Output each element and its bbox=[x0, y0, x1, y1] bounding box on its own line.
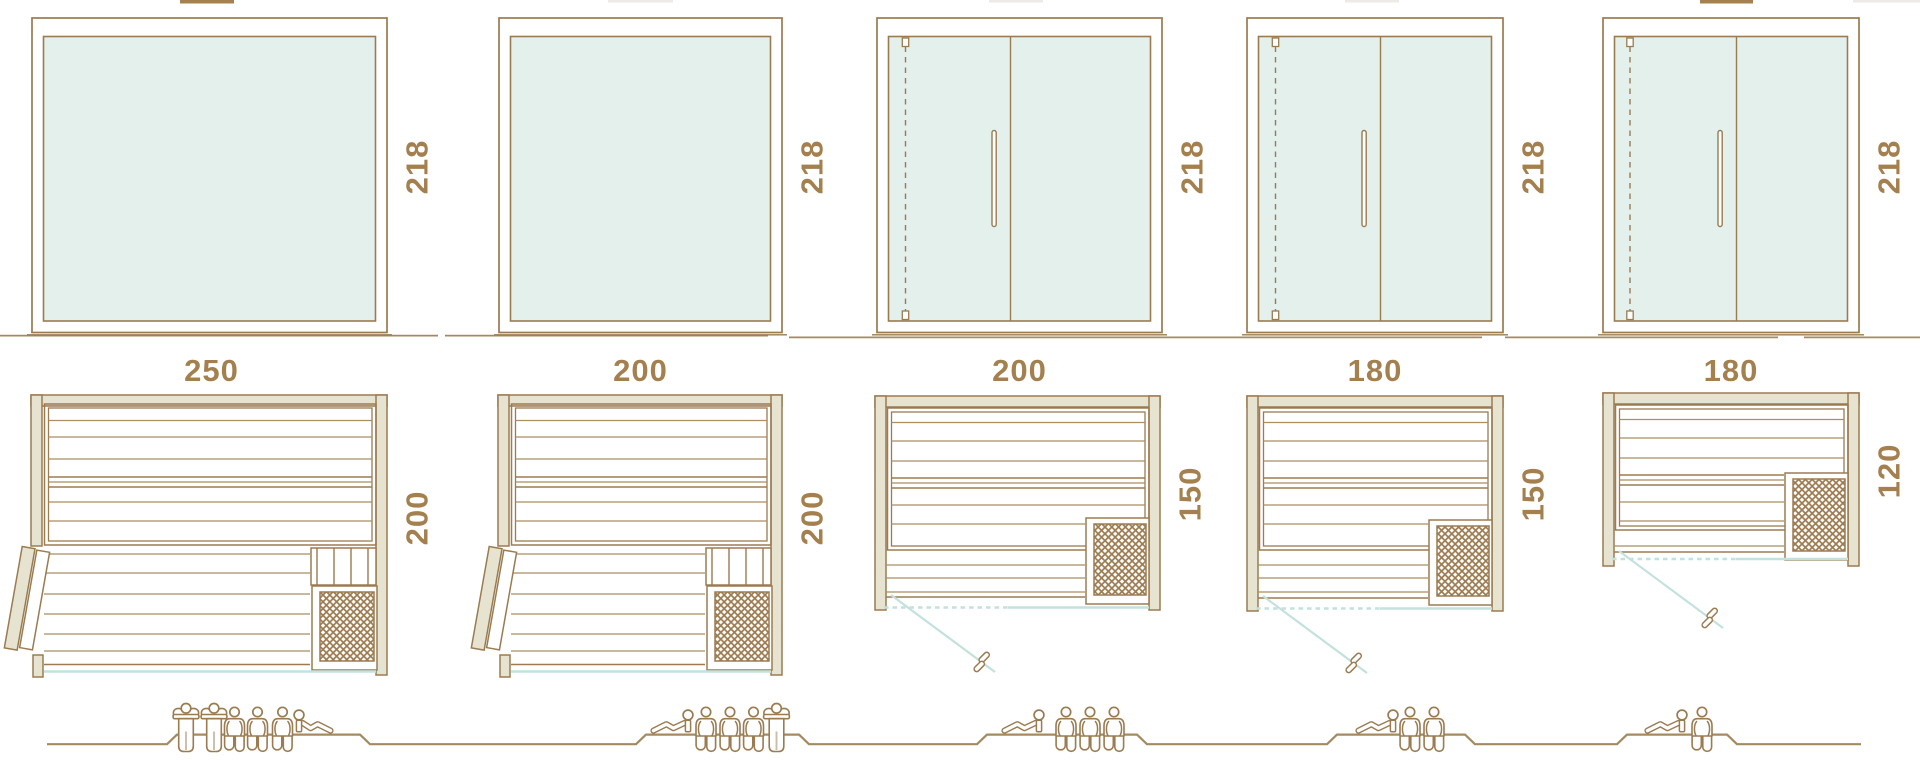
svg-text:120: 120 bbox=[1872, 444, 1907, 499]
svg-text:200: 200 bbox=[795, 491, 830, 546]
svg-text:218: 218 bbox=[1175, 140, 1210, 195]
svg-text:218: 218 bbox=[1872, 140, 1907, 195]
svg-text:150: 150 bbox=[1516, 467, 1551, 522]
svg-text:218: 218 bbox=[1516, 140, 1551, 195]
svg-text:150: 150 bbox=[1173, 467, 1208, 522]
svg-text:218: 218 bbox=[795, 140, 830, 195]
svg-text:250: 250 bbox=[184, 353, 239, 388]
svg-text:200: 200 bbox=[992, 353, 1047, 388]
svg-text:200: 200 bbox=[613, 353, 668, 388]
svg-text:180: 180 bbox=[1704, 353, 1759, 388]
svg-text:218: 218 bbox=[400, 140, 435, 195]
svg-text:200: 200 bbox=[400, 491, 435, 546]
svg-text:180: 180 bbox=[1348, 353, 1403, 388]
